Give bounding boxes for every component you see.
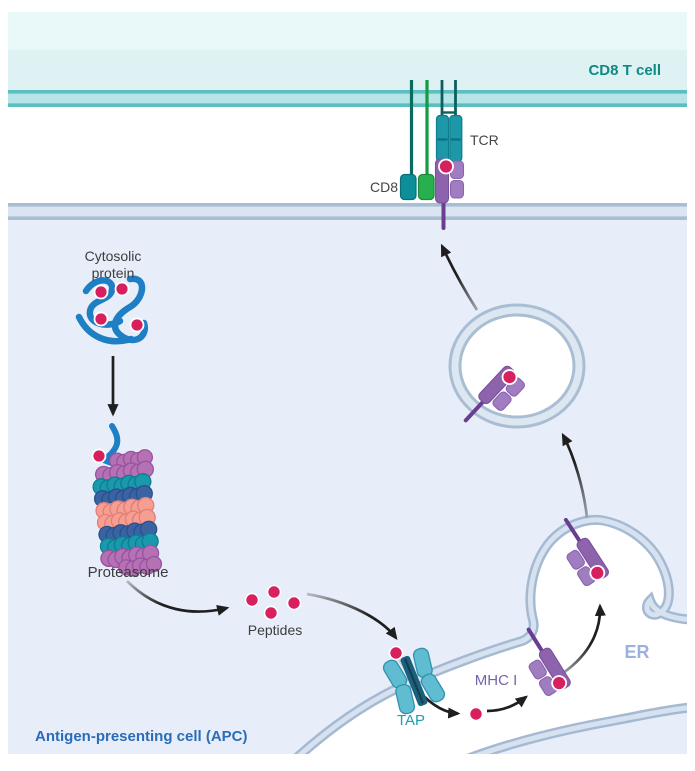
free-peptides [244, 584, 302, 621]
arrow-vesicle-to-surface [440, 243, 479, 311]
t-cell-label: CD8 T cell [588, 62, 661, 79]
arrow-bud-to-vesicle [561, 432, 589, 519]
cytosolic-protein [75, 275, 149, 345]
er-membrane-upper-core [286, 517, 695, 768]
cytosolic-protein-label-line1: Cytosolic [85, 248, 142, 264]
peptide-in-er [468, 706, 484, 722]
immunological-synapse [399, 80, 466, 230]
arrow-peptide-to-mhc1 [486, 695, 528, 713]
intercellular-gap [8, 107, 687, 203]
peptide-at-tap [388, 645, 404, 661]
tcr-label: TCR [470, 132, 499, 148]
apc-label: Antigen-presenting cell (APC) [35, 728, 248, 745]
tap-label: TAP [397, 712, 425, 729]
pathway-arrows [107, 243, 606, 719]
cd8-alpha-domain [399, 173, 417, 201]
er-label: ER [624, 642, 649, 662]
transport-vesicle [448, 303, 586, 429]
tcr-chains [435, 114, 463, 163]
ubiquitin-peptide-dots [93, 281, 145, 333]
mhc1-label: MHC I [475, 672, 518, 689]
proteasome-label: Proteasome [88, 564, 169, 581]
cd8-label: CD8 [370, 179, 398, 195]
arrow-proteasome-to-peptides [126, 580, 230, 616]
apc-membrane [8, 203, 687, 220]
tap-transporter [382, 647, 446, 715]
t-cell-region [8, 12, 687, 107]
t-cell-membrane [8, 90, 687, 107]
peptides-label: Peptides [248, 622, 302, 638]
cytosolic-protein-label-line2: protein [92, 265, 135, 281]
arrow-mhc1-to-bud [562, 603, 606, 675]
arrow-peptides-to-tap [306, 592, 398, 640]
cd8-beta-domain [417, 173, 435, 201]
